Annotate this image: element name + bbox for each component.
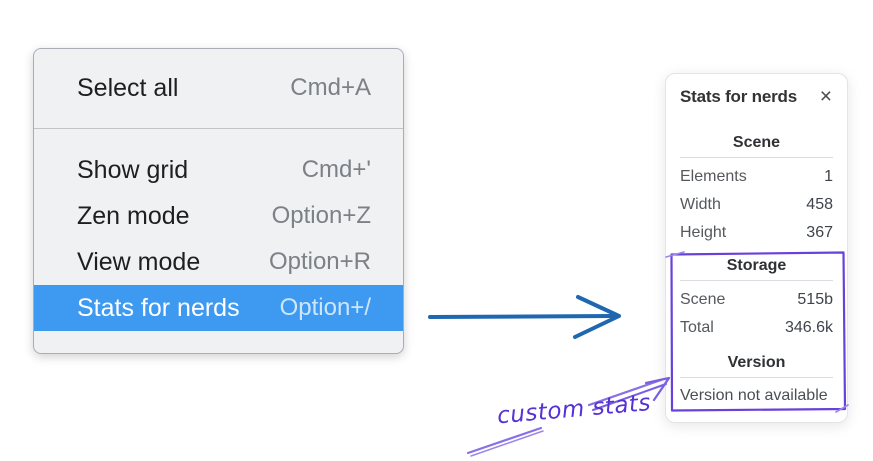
menu-item-shortcut: Cmd+' [301, 156, 371, 183]
menu-item-label: View mode [77, 247, 201, 276]
version-section-header: Version [727, 354, 786, 371]
stats-panel-header: Stats for nerds × [680, 86, 833, 108]
menu-item-select-all[interactable]: Select all Cmd+A [34, 65, 403, 111]
stat-value: 1 [824, 168, 833, 185]
menu-item-shortcut: Cmd+A [290, 74, 371, 101]
storage-section-header: Storage [726, 257, 787, 274]
blue-arrow [428, 295, 621, 339]
stat-row-height: Height 367 [680, 219, 833, 247]
section-divider [680, 157, 833, 158]
stat-value: 367 [806, 224, 833, 241]
context-menu: Select all Cmd+A Show grid Cmd+' Zen mod… [33, 48, 404, 354]
menu-item-shortcut: Option+/ [279, 294, 371, 321]
menu-section-top: Select all Cmd+A [34, 49, 403, 128]
menu-section-bottom: Show grid Cmd+' Zen mode Option+Z View m… [34, 129, 403, 353]
stat-value: 346.6k [784, 319, 833, 336]
stat-label: Height [680, 224, 727, 241]
stats-panel-title: Stats for nerds [680, 87, 797, 106]
stats-panel: Stats for nerds × Scene Elements 1 Width… [665, 73, 848, 423]
stat-label: Width [680, 196, 721, 213]
menu-divider [34, 128, 403, 129]
stat-row-width: Width 458 [680, 191, 833, 219]
menu-item-stats-for-nerds[interactable]: Stats for nerds Option+/ [34, 285, 403, 331]
stat-row-scene-storage: Scene 515b [680, 286, 833, 314]
stat-value: 458 [806, 196, 833, 213]
stat-row-total-storage: Total 346.6k [680, 314, 833, 342]
close-icon[interactable]: × [819, 85, 832, 108]
stat-label: Total [680, 319, 714, 336]
section-divider [680, 280, 833, 281]
menu-item-zen-mode[interactable]: Zen mode Option+Z [34, 193, 403, 239]
stat-row-elements: Elements 1 [680, 163, 833, 191]
menu-item-show-grid[interactable]: Show grid Cmd+' [34, 147, 403, 193]
menu-item-shortcut: Option+Z [271, 202, 371, 229]
stat-value: 515b [797, 291, 833, 308]
custom-stats-annotation: custom stats [496, 390, 652, 430]
stat-label: Elements [680, 168, 747, 185]
menu-item-label: Zen mode [77, 201, 190, 230]
menu-item-view-mode[interactable]: View mode Option+R [34, 239, 403, 285]
menu-item-label: Stats for nerds [77, 293, 240, 322]
stat-label: Scene [680, 291, 726, 308]
version-note: Version not available [680, 387, 828, 404]
menu-item-label: Select all [77, 73, 179, 102]
menu-item-label: Show grid [77, 155, 189, 184]
section-divider [680, 377, 833, 378]
menu-item-shortcut: Option+R [268, 248, 371, 275]
scene-section-header: Scene [732, 134, 781, 151]
